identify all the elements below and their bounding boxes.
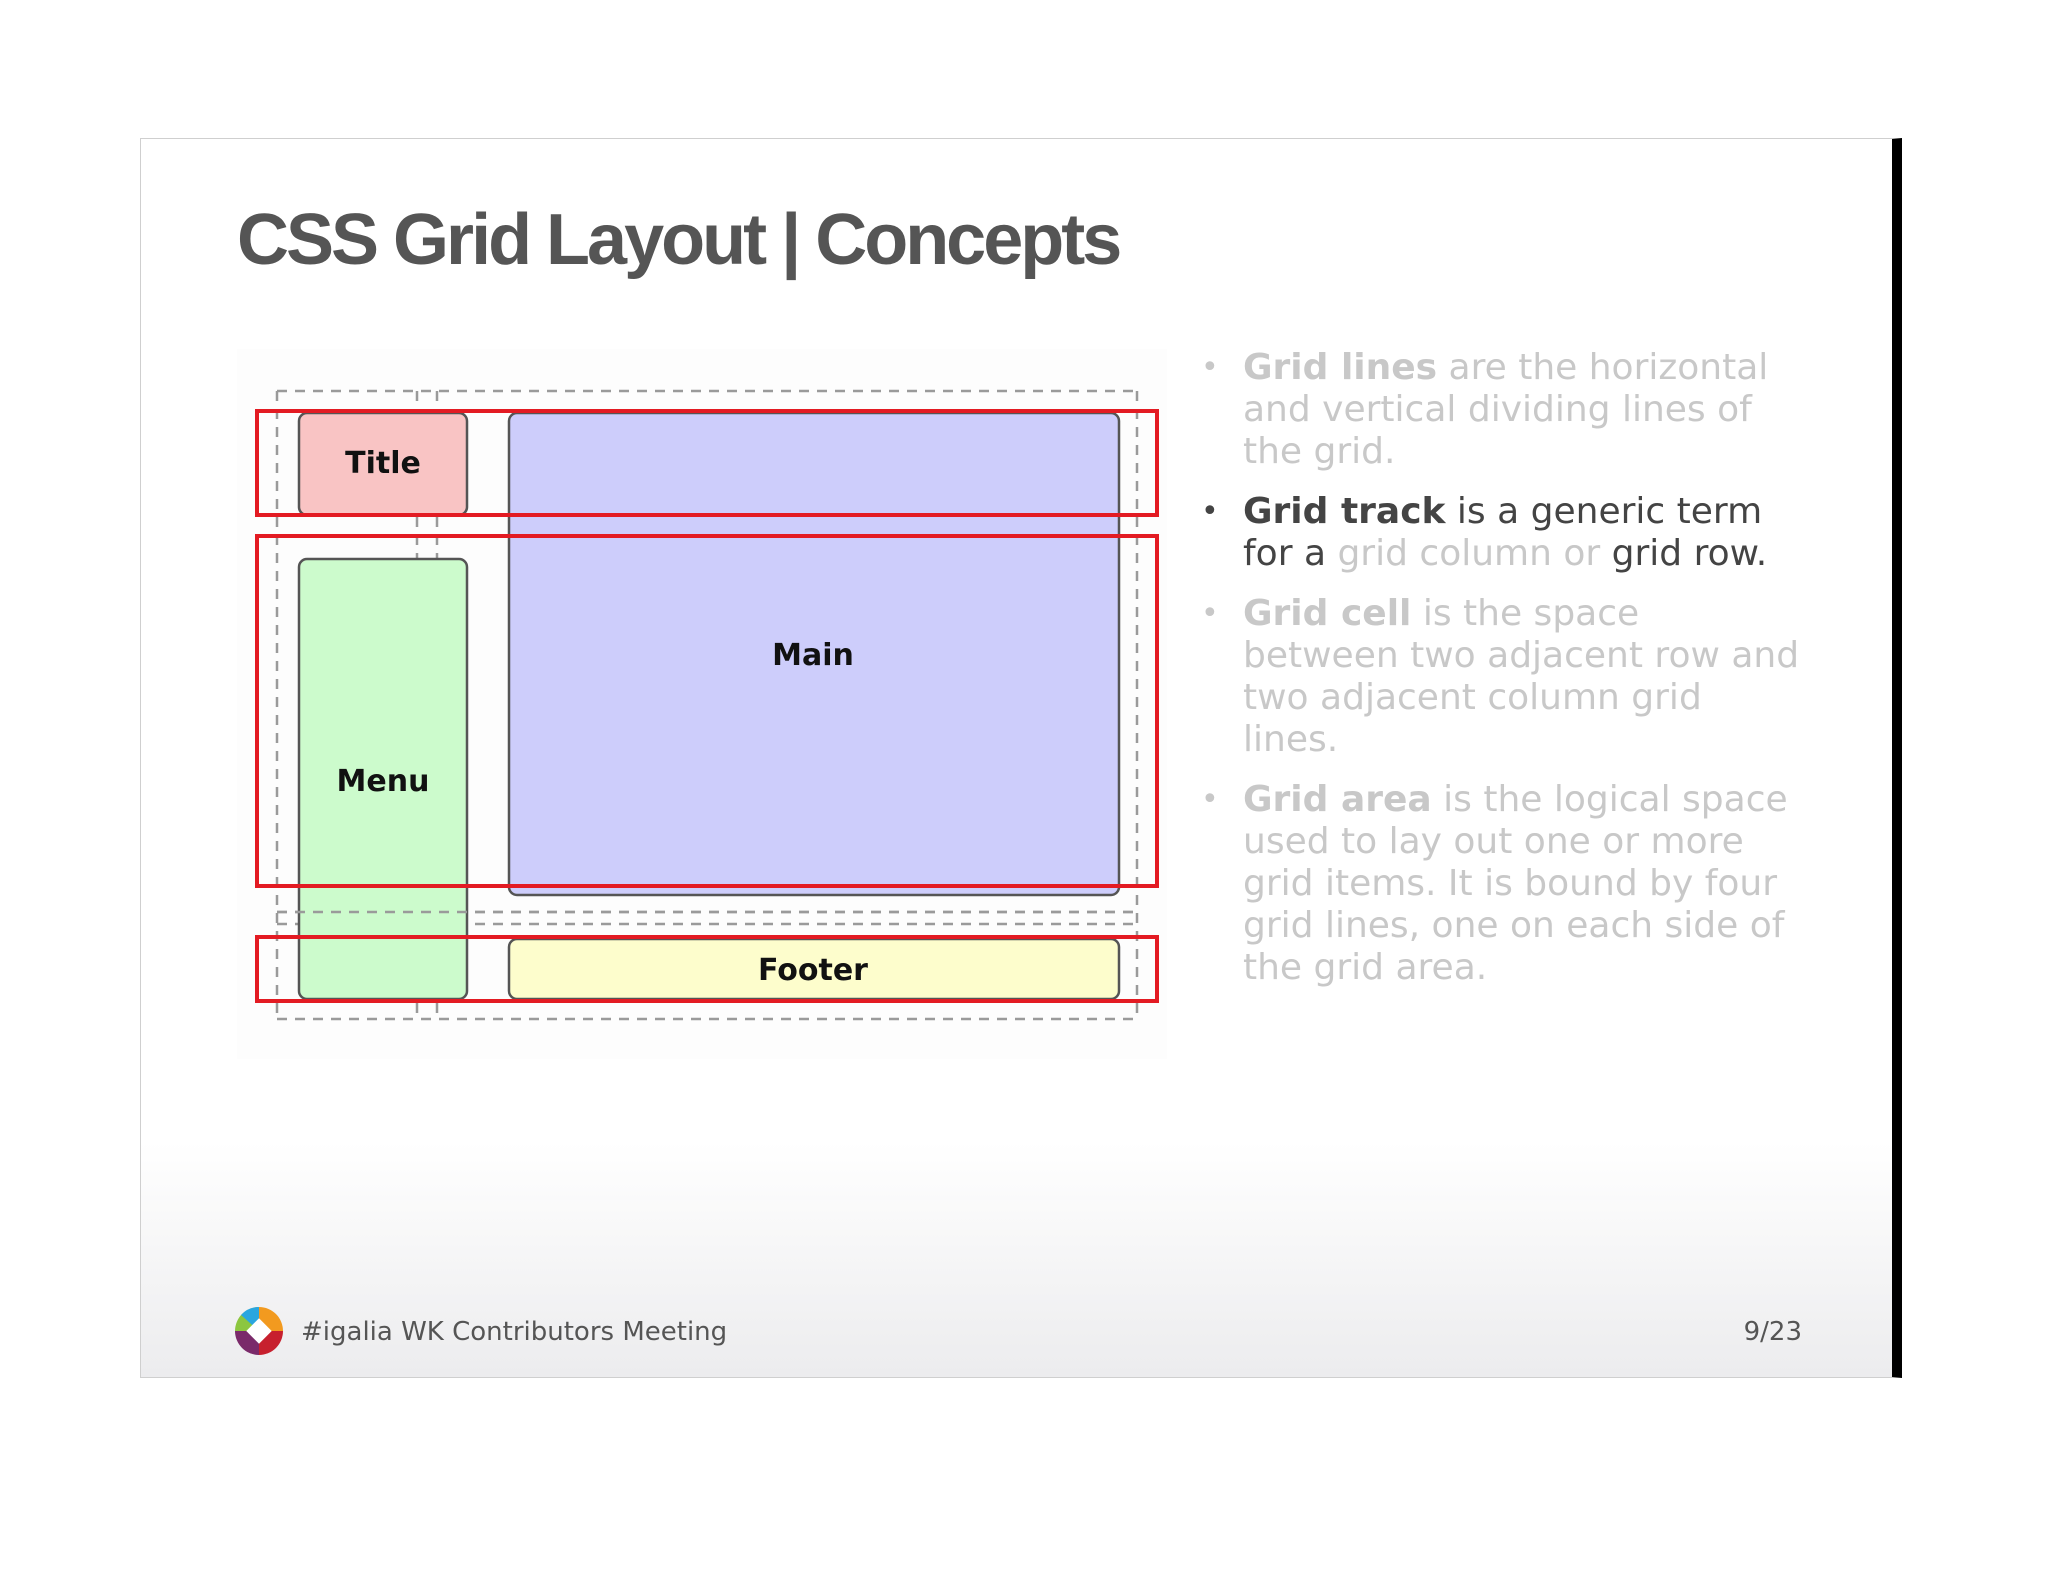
bullet-term: Grid cell bbox=[1243, 593, 1412, 634]
bullet-text: are the horizontal and vertical dividing… bbox=[1243, 347, 1769, 472]
bullet-grid-area: • Grid area is the logical space used to… bbox=[1201, 779, 1801, 989]
bullet-text: is a generic term for a bbox=[1243, 491, 1763, 574]
bullet-marker: • bbox=[1201, 596, 1219, 631]
bullet-marker: • bbox=[1201, 350, 1219, 385]
bullet-grid-cell: • Grid cell is the space between two adj… bbox=[1201, 593, 1801, 761]
slide-title: CSS Grid Layout | Concepts bbox=[237, 200, 1122, 280]
bullet-marker: • bbox=[1201, 782, 1219, 817]
title-area-label: Title bbox=[345, 446, 421, 481]
grid-track-highlights bbox=[255, 409, 1159, 1003]
concept-list: • Grid lines are the horizontal and vert… bbox=[1201, 347, 1801, 1007]
footer-area-label: Footer bbox=[758, 953, 868, 988]
bullet-term: Grid lines bbox=[1243, 347, 1438, 388]
bullet-grid-track: • Grid track is a generic term for a gri… bbox=[1201, 491, 1801, 575]
bullet-text-muted: grid column or bbox=[1337, 533, 1601, 574]
grid-diagram-svg: Title Menu Main Footer bbox=[255, 389, 1159, 1021]
bullet-text: is the logical space used to lay out one… bbox=[1243, 779, 1788, 988]
menu-area-label: Menu bbox=[337, 764, 430, 799]
page-number: 9/23 bbox=[1743, 1317, 1802, 1347]
main-area-label: Main bbox=[772, 638, 854, 673]
track-highlight-row-1 bbox=[255, 409, 1159, 517]
track-highlight-row-2 bbox=[255, 534, 1159, 888]
bullet-text: grid row. bbox=[1600, 533, 1768, 574]
footer-event-name: #igalia WK Contributors Meeting bbox=[301, 1317, 728, 1347]
bullet-term: Grid area bbox=[1243, 779, 1432, 820]
grid-diagram: Title Menu Main Footer bbox=[237, 349, 1167, 1059]
igalia-logo-icon bbox=[235, 1307, 283, 1355]
slide: CSS Grid Layout | Concepts Title Menu bbox=[140, 138, 1902, 1378]
track-highlight-row-3 bbox=[255, 935, 1159, 1003]
bullet-term: Grid track bbox=[1243, 491, 1446, 532]
bullet-grid-lines: • Grid lines are the horizontal and vert… bbox=[1201, 347, 1801, 473]
bullet-text: is the space between two adjacent row an… bbox=[1243, 593, 1800, 760]
bullet-marker: • bbox=[1201, 494, 1219, 529]
